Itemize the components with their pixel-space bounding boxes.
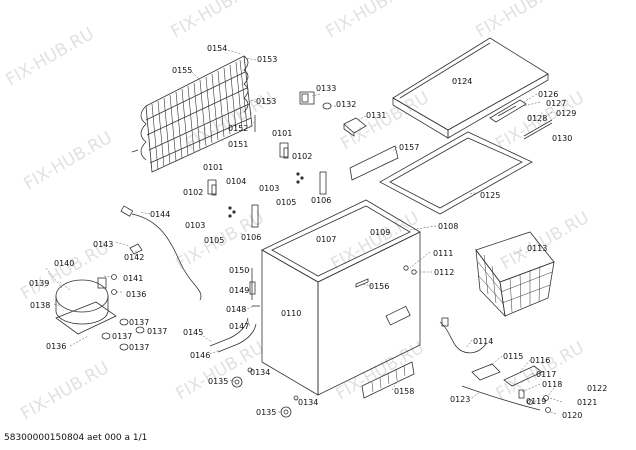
label-0101: 0101	[203, 163, 223, 172]
label-0105: 0105	[204, 236, 224, 245]
label-0106: 0106	[241, 233, 261, 242]
label-0117: 0117	[536, 370, 556, 379]
label-0137: 0137	[129, 343, 149, 352]
label-0148: 0148	[226, 305, 246, 314]
label-0149: 0149	[229, 286, 249, 295]
label-0143: 0143	[93, 240, 113, 249]
label-0137: 0137	[129, 318, 149, 327]
label-0109: 0109	[370, 228, 390, 237]
label-0104: 0104	[226, 177, 246, 186]
part-labels: 0154 0155 0153 0153 0152 0151 0133 0132 …	[29, 44, 607, 420]
label-0157: 0157	[399, 143, 419, 152]
label-0124: 0124	[452, 77, 472, 86]
label-0118: 0118	[542, 380, 562, 389]
label-0131: 0131	[366, 111, 386, 120]
label-0103: 0103	[259, 184, 279, 193]
part-0131	[343, 117, 367, 137]
label-0114: 0114	[473, 337, 493, 346]
watermark: FIX-HUB.RU	[323, 0, 418, 42]
label-0136: 0136	[46, 342, 66, 351]
label-0101: 0101	[272, 129, 292, 138]
watermark: FIX-HUB.RU	[18, 358, 113, 424]
label-0153: 0153	[257, 55, 277, 64]
label-0158: 0158	[394, 387, 414, 396]
label-0128: 0128	[527, 114, 547, 123]
label-0110: 0110	[281, 309, 301, 318]
label-0135: 0135	[208, 377, 228, 386]
label-0144: 0144	[150, 210, 170, 219]
watermark: FIX-HUB.RU	[473, 0, 568, 42]
part-0132	[322, 102, 332, 110]
watermark: FIX-HUB.RU	[21, 128, 116, 194]
label-0115: 0115	[503, 352, 523, 361]
label-0156: 0156	[369, 282, 389, 291]
document-code: 58300000150804 aet 000 a 1/1	[4, 433, 148, 443]
label-0147: 0147	[229, 322, 249, 331]
label-0123: 0123	[450, 395, 470, 404]
watermark: FIX-HUB.RU	[168, 0, 263, 42]
part-0158	[361, 361, 415, 399]
freezer-cabinet	[261, 199, 421, 396]
label-0142: 0142	[124, 253, 144, 262]
label-0127: 0127	[546, 99, 566, 108]
condenser-coil	[131, 55, 256, 173]
label-0150: 0150	[229, 266, 249, 275]
label-0113: 0113	[527, 244, 547, 253]
label-0141: 0141	[123, 274, 143, 283]
label-0130: 0130	[552, 134, 572, 143]
top-middle-parts	[207, 91, 399, 228]
lid-handle-assembly	[489, 99, 553, 140]
leader-lines	[45, 49, 563, 415]
label-0134: 0134	[298, 398, 318, 407]
lid	[392, 37, 549, 139]
bottom-parts	[231, 361, 415, 418]
label-0134: 0134	[250, 368, 270, 377]
compressor	[55, 243, 145, 351]
label-0135: 0135	[256, 408, 276, 417]
label-0119: 0119	[526, 397, 546, 406]
label-0106: 0106	[311, 196, 331, 205]
label-0138: 0138	[30, 301, 50, 310]
label-0102: 0102	[183, 188, 203, 197]
label-0108: 0108	[438, 222, 458, 231]
label-0126: 0126	[538, 90, 558, 99]
label-0116: 0116	[530, 356, 550, 365]
label-0153: 0153	[256, 97, 276, 106]
label-0133: 0133	[316, 84, 336, 93]
label-0146: 0146	[190, 351, 210, 360]
refrigerant-tubes	[209, 268, 260, 353]
power-cord	[120, 205, 202, 301]
label-0145: 0145	[183, 328, 203, 337]
label-0137: 0137	[147, 327, 167, 336]
label-0102: 0102	[292, 152, 312, 161]
label-0137: 0137	[112, 332, 132, 341]
label-0103: 0103	[185, 221, 205, 230]
wire-basket	[475, 231, 555, 318]
label-0105: 0105	[276, 198, 296, 207]
watermark: FIX-HUB.RU	[498, 208, 593, 274]
part-0133	[299, 91, 315, 105]
label-0155: 0155	[172, 66, 192, 75]
label-0136: 0136	[126, 290, 146, 299]
label-0154: 0154	[207, 44, 227, 53]
watermark: FIX-HUB.RU	[3, 24, 98, 90]
label-0120: 0120	[562, 411, 582, 420]
label-0121: 0121	[577, 398, 597, 407]
label-0129: 0129	[556, 109, 576, 118]
label-0152: 0152	[228, 124, 248, 133]
label-0140: 0140	[54, 259, 74, 268]
label-0132: 0132	[336, 100, 356, 109]
label-0107: 0107	[316, 235, 336, 244]
thermostat-assembly	[439, 317, 551, 413]
label-0122: 0122	[587, 384, 607, 393]
part-0143	[129, 243, 143, 255]
label-0151: 0151	[228, 140, 248, 149]
label-0125: 0125	[480, 191, 500, 200]
label-0111: 0111	[433, 249, 453, 258]
label-0112: 0112	[434, 268, 454, 277]
lid-gasket	[379, 131, 533, 215]
label-0139: 0139	[29, 279, 49, 288]
rubber-mounts	[101, 318, 145, 351]
